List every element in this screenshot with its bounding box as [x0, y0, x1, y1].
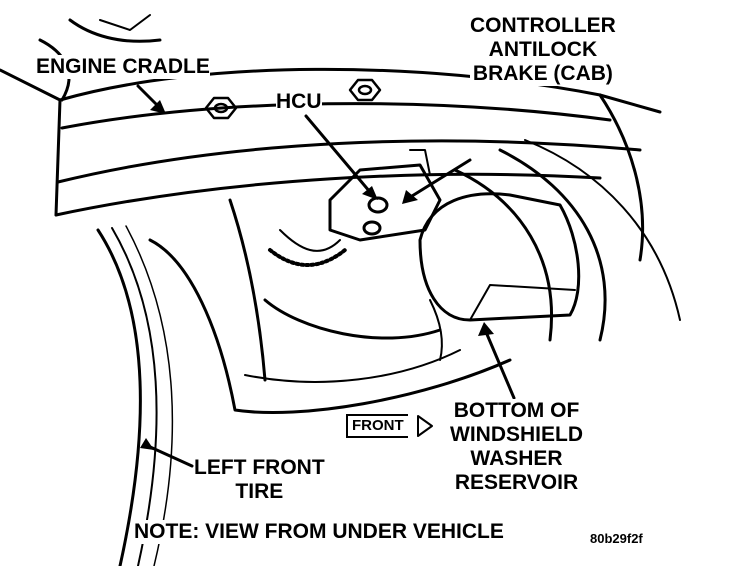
view-note: NOTE: VIEW FROM UNDER VEHICLE	[134, 520, 504, 544]
cab-label-line: ANTILOCK	[488, 38, 598, 61]
hcu-label: HCU	[276, 90, 322, 114]
tire-drawing	[96, 225, 174, 566]
front-label: FRONT	[346, 414, 408, 438]
front-arrow	[417, 415, 433, 437]
cab-label-line: BRAKE (CAB)	[472, 62, 613, 85]
washer-reservoir-label-line: RESERVOIR	[454, 471, 579, 494]
washer-reservoir-drawing	[418, 192, 581, 361]
engine-cradle-label: ENGINE CRADLE	[36, 55, 210, 79]
washer-reservoir-label-line: WINDSHIELD	[450, 423, 583, 446]
leader-lines	[136, 84, 516, 468]
washer-reservoir-label-line: BOTTOM OF	[453, 399, 580, 422]
left-front-tire-label: LEFT FRONT TIRE	[194, 456, 325, 504]
hcu-module-drawing	[268, 149, 442, 267]
cab-label-line: CONTROLLER	[470, 14, 616, 37]
front-indicator: FRONT	[346, 414, 408, 438]
cab-label: CONTROLLER ANTILOCK BRAKE (CAB)	[470, 14, 616, 86]
left-front-tire-label-line: LEFT FRONT	[194, 456, 325, 479]
cradle-bolt-drawing	[204, 78, 382, 120]
wheel-well-drawing	[148, 139, 681, 415]
figure-code: 80b29f2f	[590, 531, 643, 546]
washer-reservoir-label: BOTTOM OF WINDSHIELD WASHER RESERVOIR	[450, 399, 583, 495]
left-front-tire-label-line: TIRE	[235, 480, 284, 503]
washer-reservoir-label-line: WASHER	[470, 447, 563, 470]
